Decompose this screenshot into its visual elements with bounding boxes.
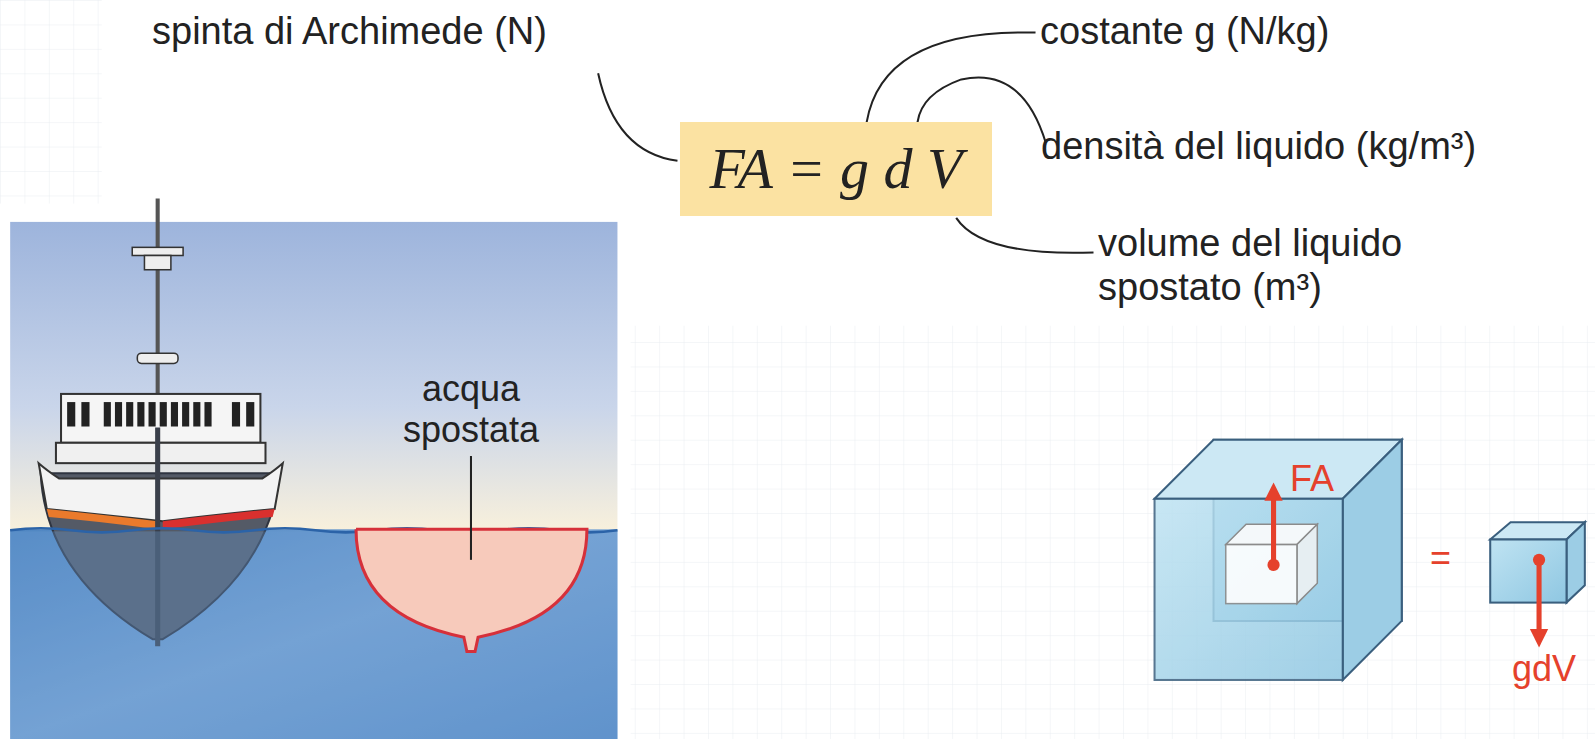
callout-label: spinta di Archimede (N)	[152, 10, 547, 54]
buoyancy-arrow	[1264, 482, 1282, 571]
formula-box: FA = g d V	[680, 122, 992, 216]
callout-label: volume del liquido spostato (m³)	[1098, 222, 1488, 309]
callout-label: densità del liquido (kg/m³)	[1041, 125, 1476, 169]
grid	[631, 326, 1595, 739]
sea	[10, 529, 617, 739]
force-label: FA	[1290, 458, 1334, 499]
formula: FA = g d V	[710, 137, 963, 201]
weight-label: gdV	[1512, 648, 1576, 689]
callout-label: costante g (N/kg)	[1040, 10, 1329, 54]
weight-arrow	[1530, 554, 1548, 648]
leader-lines	[598, 32, 1093, 252]
equals-sign: =	[1430, 537, 1451, 578]
leader-line	[470, 456, 472, 560]
grid	[0, 0, 102, 204]
part-label: acqua spostata	[351, 368, 591, 451]
liquid-cube	[1155, 440, 1402, 680]
sky	[10, 222, 617, 530]
